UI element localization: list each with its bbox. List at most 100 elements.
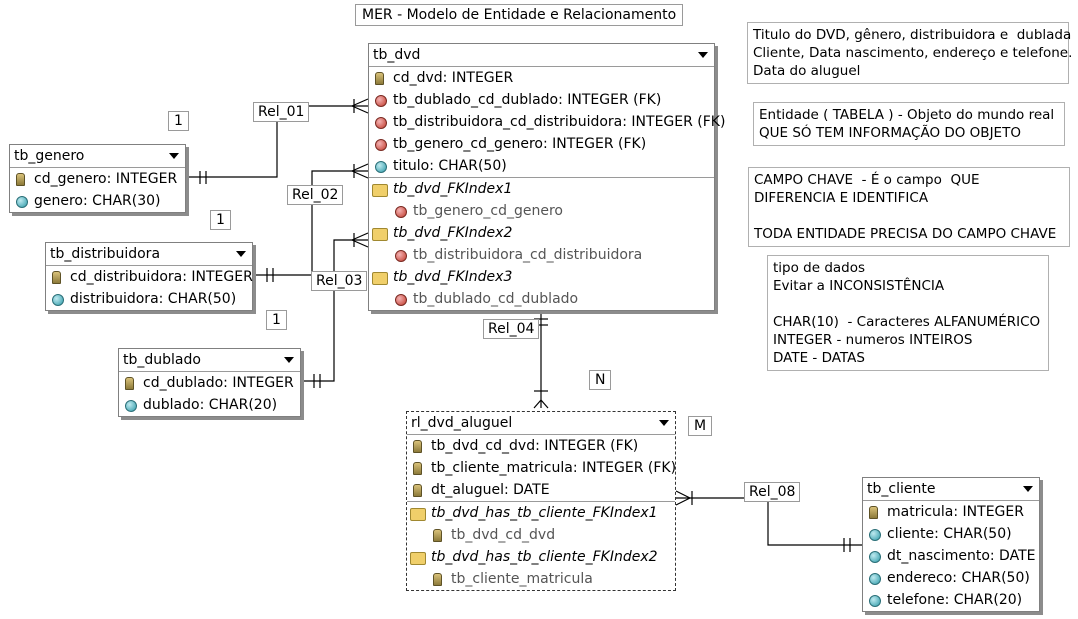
index-folder-icon xyxy=(410,508,426,521)
index-row[interactable]: tb_dvd_FKIndex1 xyxy=(369,177,714,200)
entity-tb-dvd[interactable]: tb_dvd cd_dvd: INTEGER tb_dublado_cd_dub… xyxy=(368,43,725,311)
field-row[interactable]: distribuidora: CHAR(50) xyxy=(46,288,252,310)
entity-header[interactable]: tb_dublado xyxy=(119,349,300,372)
field-row[interactable]: cd_genero: INTEGER xyxy=(10,168,185,190)
entity-header[interactable]: tb_distribuidora xyxy=(46,243,252,266)
field-label: dt_aluguel: DATE xyxy=(431,482,550,498)
field-row[interactable]: endereco: CHAR(50) xyxy=(863,567,1039,589)
index-label: tb_dvd_has_tb_cliente_FKIndex2 xyxy=(431,549,658,565)
field-label: tb_dvd_cd_dvd: INTEGER (FK) xyxy=(431,438,639,454)
field-row[interactable]: cliente: CHAR(50) xyxy=(863,523,1039,545)
field-row[interactable]: matricula: INTEGER xyxy=(863,501,1039,523)
field-row[interactable]: dublado: CHAR(20) xyxy=(119,394,300,416)
index-field-label: tb_distribuidora_cd_distribuidora xyxy=(413,247,643,263)
entity-rl-dvd-aluguel[interactable]: rl_dvd_aluguel tb_dvd_cd_dvd: INTEGER (F… xyxy=(406,411,676,591)
field-label: cd_dvd: INTEGER xyxy=(393,70,514,86)
relation-label-rel-08[interactable]: Rel_08 xyxy=(744,482,801,502)
index-field-label: tb_genero_cd_genero xyxy=(413,203,563,219)
entity-header[interactable]: tb_cliente xyxy=(863,478,1039,501)
attribute-icon xyxy=(869,551,881,563)
index-row[interactable]: tb_dvd_has_tb_cliente_FKIndex1 xyxy=(407,501,675,524)
note-campo-chave: CAMPO CHAVE - É o campo QUE DIFERENCIA E… xyxy=(748,167,1070,247)
field-row[interactable]: tb_genero_cd_genero: INTEGER (FK) xyxy=(369,133,714,155)
entity-tb-dublado[interactable]: tb_dublado cd_dublado: INTEGER dublado: … xyxy=(118,348,301,417)
foreign-key-icon xyxy=(395,250,407,262)
chevron-down-icon[interactable] xyxy=(659,420,669,426)
entity-tb-distribuidora[interactable]: tb_distribuidora cd_distribuidora: INTEG… xyxy=(45,242,253,311)
field-label: cd_genero: INTEGER xyxy=(34,171,178,187)
page-title: MER - Modelo de Entidade e Relacionament… xyxy=(355,4,684,26)
cardinality-label: 1 xyxy=(210,210,231,230)
note-entidade: Entidade ( TABELA ) - Objeto do mundo re… xyxy=(753,102,1065,146)
field-row[interactable]: cd_dublado: INTEGER xyxy=(119,372,300,394)
index-field-row[interactable]: tb_dvd_cd_dvd xyxy=(407,524,675,546)
index-label: tb_dvd_FKIndex1 xyxy=(393,181,513,197)
field-row[interactable]: tb_distribuidora_cd_distribuidora: INTEG… xyxy=(369,111,725,133)
field-label: tb_genero_cd_genero: INTEGER (FK) xyxy=(393,136,647,152)
index-field-label: tb_dublado_cd_dublado xyxy=(413,291,579,307)
chevron-down-icon[interactable] xyxy=(1023,486,1033,492)
foreign-key-icon xyxy=(395,206,407,218)
index-row[interactable]: tb_dvd_has_tb_cliente_FKIndex2 xyxy=(407,546,675,568)
chevron-down-icon[interactable] xyxy=(169,153,179,159)
index-folder-icon xyxy=(410,552,426,565)
key-icon xyxy=(125,377,134,390)
key-icon xyxy=(413,440,422,453)
relation-label-rel-01[interactable]: Rel_01 xyxy=(253,102,310,122)
attribute-icon xyxy=(125,400,137,412)
field-label: matricula: INTEGER xyxy=(887,504,1024,520)
index-row[interactable]: tb_dvd_FKIndex3 xyxy=(369,266,714,288)
foreign-key-icon xyxy=(395,294,407,306)
field-row[interactable]: genero: CHAR(30) xyxy=(10,190,185,212)
foreign-key-icon xyxy=(375,139,387,151)
index-field-row[interactable]: tb_genero_cd_genero xyxy=(369,200,714,222)
index-folder-icon xyxy=(372,228,388,241)
entity-header[interactable]: tb_dvd xyxy=(369,44,714,67)
field-label: cliente: CHAR(50) xyxy=(887,526,1012,542)
index-field-row[interactable]: tb_dublado_cd_dublado xyxy=(369,288,714,310)
attribute-icon xyxy=(52,294,64,306)
entity-header[interactable]: tb_genero xyxy=(10,145,185,168)
cardinality-label: 1 xyxy=(266,310,287,330)
key-icon xyxy=(869,506,878,519)
index-row[interactable]: tb_dvd_FKIndex2 xyxy=(369,222,714,244)
field-row[interactable]: telefone: CHAR(20) xyxy=(863,589,1039,611)
field-label: dt_nascimento: DATE xyxy=(887,548,1036,564)
field-row[interactable]: titulo: CHAR(50) xyxy=(369,155,714,177)
field-row[interactable]: dt_aluguel: DATE xyxy=(407,479,675,501)
chevron-down-icon[interactable] xyxy=(236,251,246,257)
field-row[interactable]: tb_dublado_cd_dublado: INTEGER (FK) xyxy=(369,89,714,111)
field-row[interactable]: cd_dvd: INTEGER xyxy=(369,67,714,89)
attribute-icon xyxy=(16,196,28,208)
cardinality-label: 1 xyxy=(168,111,189,131)
entity-header[interactable]: rl_dvd_aluguel xyxy=(407,412,675,435)
field-row[interactable]: tb_dvd_cd_dvd: INTEGER (FK) xyxy=(407,435,675,457)
note-tipos-de-dados: tipo de dados Evitar a INCONSISTÊNCIA CH… xyxy=(767,255,1049,371)
field-label: tb_distribuidora_cd_distribuidora: INTEG… xyxy=(393,114,726,130)
key-icon xyxy=(413,484,422,497)
index-label: tb_dvd_FKIndex3 xyxy=(393,269,513,285)
field-label: genero: CHAR(30) xyxy=(34,193,161,209)
relation-label-rel-02[interactable]: Rel_02 xyxy=(287,185,344,205)
index-field-row[interactable]: tb_cliente_matricula xyxy=(407,568,675,590)
relation-label-rel-03[interactable]: Rel_03 xyxy=(311,271,368,291)
field-label: tb_cliente_matricula: INTEGER (FK) xyxy=(431,460,677,476)
field-row[interactable]: cd_distribuidora: INTEGER xyxy=(46,266,253,288)
entity-name: tb_dvd xyxy=(373,47,421,63)
field-label: titulo: CHAR(50) xyxy=(393,158,507,174)
field-row[interactable]: dt_nascimento: DATE xyxy=(863,545,1039,567)
chevron-down-icon[interactable] xyxy=(698,52,708,58)
field-label: dublado: CHAR(20) xyxy=(143,397,278,413)
index-field-row[interactable]: tb_distribuidora_cd_distribuidora xyxy=(369,244,714,266)
entity-tb-cliente[interactable]: tb_cliente matricula: INTEGER cliente: C… xyxy=(862,477,1040,612)
index-folder-icon xyxy=(372,184,388,197)
field-row[interactable]: tb_cliente_matricula: INTEGER (FK) xyxy=(407,457,677,479)
entity-tb-genero[interactable]: tb_genero cd_genero: INTEGER genero: CHA… xyxy=(9,144,186,213)
index-label: tb_dvd_has_tb_cliente_FKIndex1 xyxy=(431,505,658,521)
chevron-down-icon[interactable] xyxy=(284,357,294,363)
relation-label-rel-04[interactable]: Rel_04 xyxy=(483,319,540,339)
key-icon xyxy=(433,529,442,542)
field-label: cd_distribuidora: INTEGER xyxy=(70,269,253,285)
index-folder-icon xyxy=(372,272,388,285)
index-field-label: tb_cliente_matricula xyxy=(451,571,593,587)
